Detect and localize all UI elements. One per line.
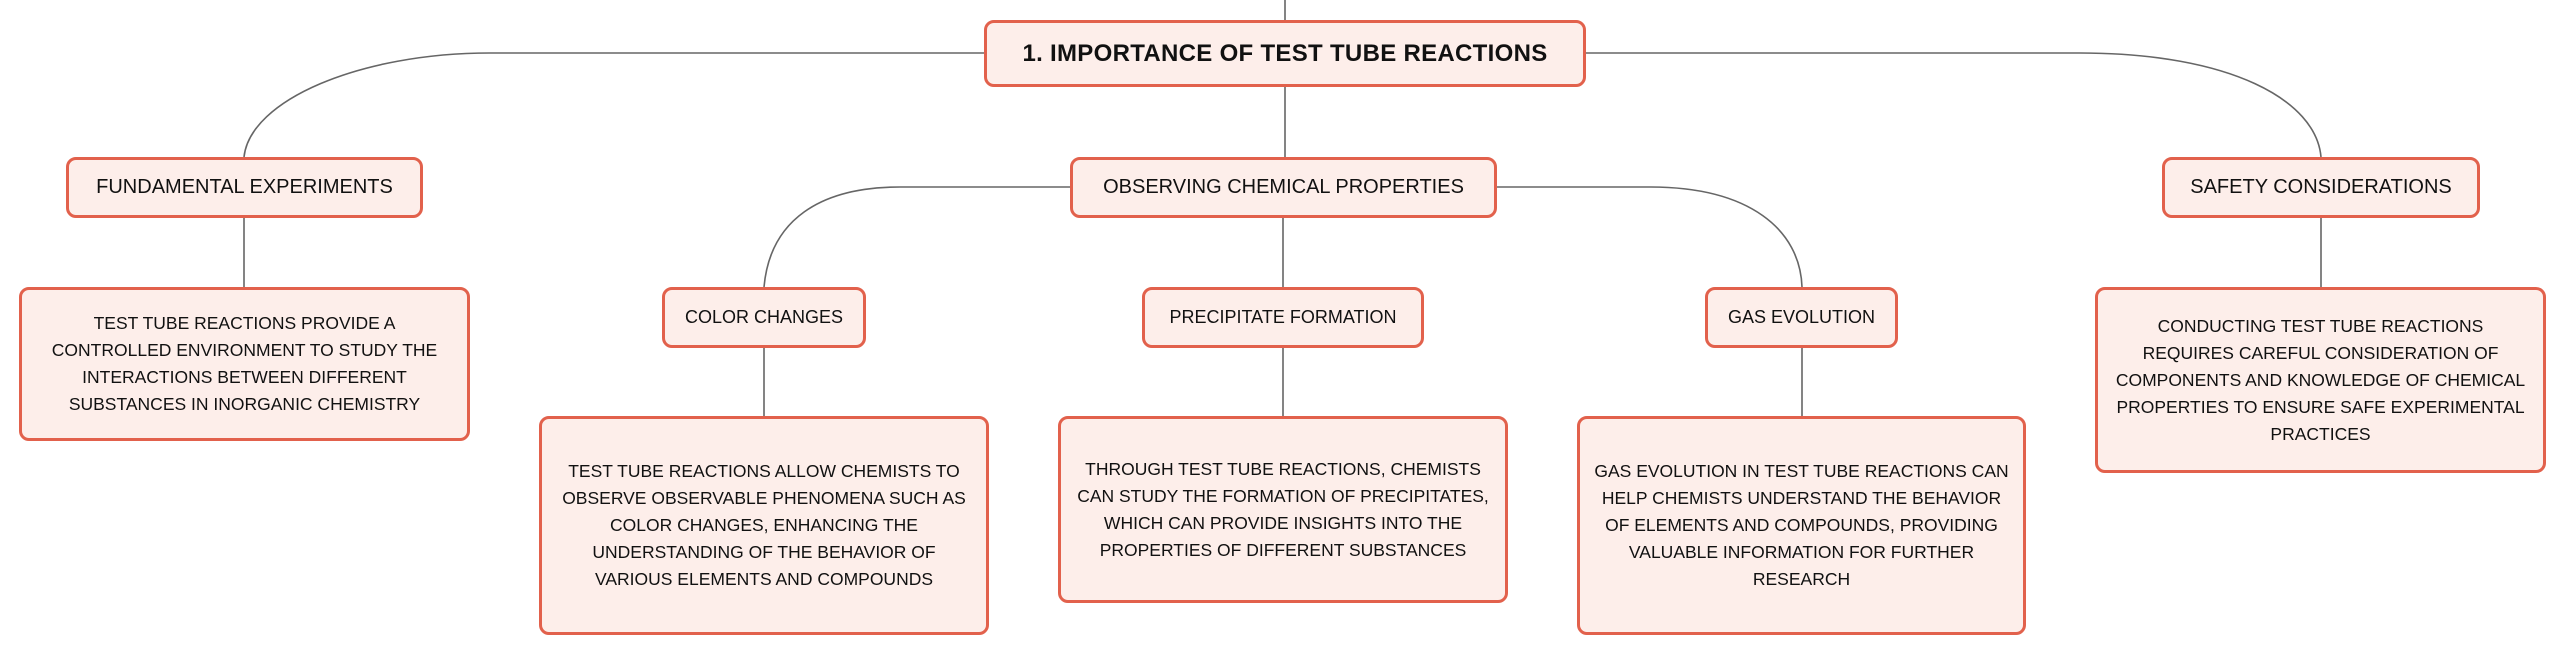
topic-gas-evolution[interactable]: GAS EVOLUTION: [1705, 287, 1898, 348]
description-text: THROUGH TEST TUBE REACTIONS, CHEMISTS CA…: [1077, 458, 1489, 560]
topic-precipitate-formation[interactable]: PRECIPITATE FORMATION: [1142, 287, 1424, 348]
topic-label: PRECIPITATE FORMATION: [1169, 307, 1397, 327]
description-color-changes[interactable]: TEST TUBE REACTIONS ALLOW CHEMISTS TO OB…: [539, 416, 989, 635]
connector-root-to-safety: [1586, 52, 2322, 158]
branch-label: SAFETY CONSIDERATIONS: [2190, 176, 2452, 198]
root-node[interactable]: 1. IMPORTANCE OF TEST TUBE REACTIONS: [984, 20, 1586, 87]
connector-root-to-fundamental: [243, 52, 984, 158]
description-text: TEST TUBE REACTIONS PROVIDE A CONTROLLED…: [51, 313, 438, 414]
connector-observing-to-gas: [1497, 186, 1803, 288]
connector-observing-to-color: [763, 186, 1070, 288]
branch-label: OBSERVING CHEMICAL PROPERTIES: [1103, 176, 1464, 198]
branch-observing-chemical-properties[interactable]: OBSERVING CHEMICAL PROPERTIES: [1070, 157, 1497, 218]
description-fundamental-experiments[interactable]: TEST TUBE REACTIONS PROVIDE A CONTROLLED…: [19, 287, 470, 441]
description-gas-evolution[interactable]: GAS EVOLUTION IN TEST TUBE REACTIONS CAN…: [1577, 416, 2026, 635]
description-text: GAS EVOLUTION IN TEST TUBE REACTIONS CAN…: [1594, 461, 2009, 589]
topic-label: GAS EVOLUTION: [1727, 307, 1876, 327]
branch-safety-considerations[interactable]: SAFETY CONSIDERATIONS: [2162, 157, 2480, 218]
branch-label: FUNDAMENTAL EXPERIMENTS: [96, 176, 393, 198]
topic-label: COLOR CHANGES: [684, 307, 844, 327]
root-label: 1. IMPORTANCE OF TEST TUBE REACTIONS: [1022, 39, 1548, 67]
description-precipitate-formation[interactable]: THROUGH TEST TUBE REACTIONS, CHEMISTS CA…: [1058, 416, 1508, 603]
description-text: TEST TUBE REACTIONS ALLOW CHEMISTS TO OB…: [562, 461, 966, 589]
branch-fundamental-experiments[interactable]: FUNDAMENTAL EXPERIMENTS: [66, 157, 423, 218]
topic-color-changes[interactable]: COLOR CHANGES: [662, 287, 866, 348]
description-text: CONDUCTING TEST TUBE REACTIONS REQUIRES …: [2115, 315, 2526, 444]
description-safety-considerations[interactable]: CONDUCTING TEST TUBE REACTIONS REQUIRES …: [2095, 287, 2546, 473]
